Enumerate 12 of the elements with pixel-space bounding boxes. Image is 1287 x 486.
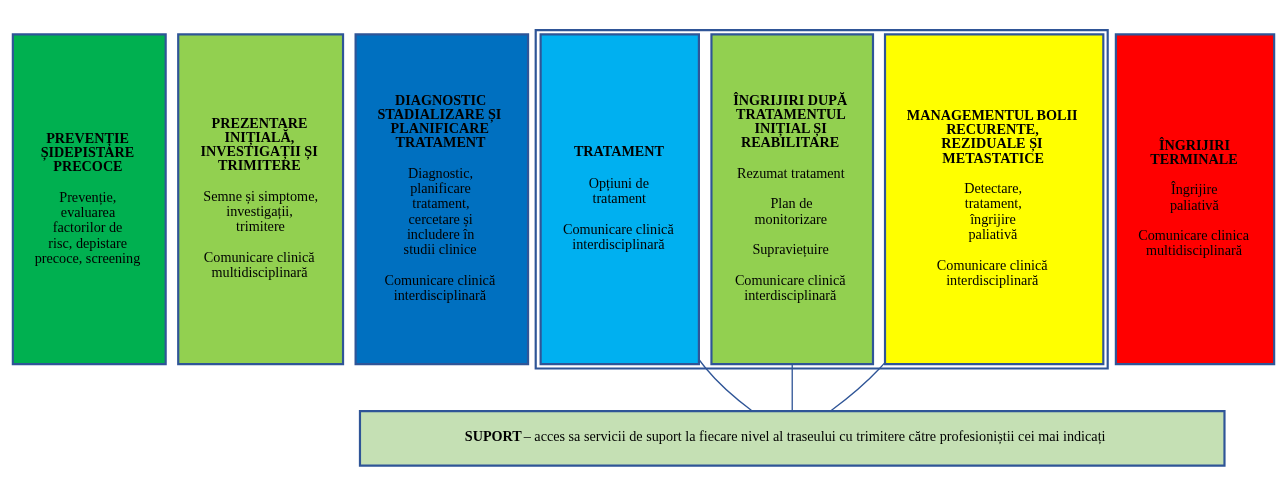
node-box: ÎNGRIJIRI TERMINALE Îngrijire paliativă Comunicare clinica multidisciplinară: [1114, 32, 1276, 365]
node-box: PREZENTARE INIȚIALĂ, INVESTIGAȚII ȘI TRIMITERE Semne și simptome, investigații, trimitere Comunicare clinică multidisciplinară: [177, 32, 345, 365]
node-box: MANAGEMENTUL BOLII RECURENTE, REZIDUALE ȘI METASTATICE Detectare, tratament, îngrijire paliativă Comunicare clinică interdisciplinară: [883, 32, 1105, 365]
connector: [698, 358, 753, 412]
node-box: SUPORT– acces sa servicii de suport la fiecare nivel al traseului cu trimitere către profesioniștii cei mai indicați: [358, 409, 1226, 467]
node-box: PREVENȚIE ȘIDEPISTARE PRECOCE Prevenție, evaluarea factorilor de risc, depistare precoce, screening: [11, 32, 167, 365]
connector: [830, 361, 886, 411]
connector: [791, 363, 793, 411]
node-box: ÎNGRIJIRI DUPĂ TRATAMENTUL INIȚIAL ȘI REABILITARE Rezumat tratament Plan de monitorizare Supraviețuire Comunicare clinică interdisciplinară: [710, 32, 875, 365]
node-box: DIAGNOSTIC STADIALIZARE ȘI PLANIFICARE TRATAMENT Diagnostic, planificare tratament, cercetare și includere în studii clinice Comunicare clinică interdisciplinară: [354, 32, 530, 365]
cluster: [534, 28, 1109, 370]
node-box: TRATAMENT Opțiuni de tratament Comunicare clinică interdisciplinară: [539, 32, 700, 365]
